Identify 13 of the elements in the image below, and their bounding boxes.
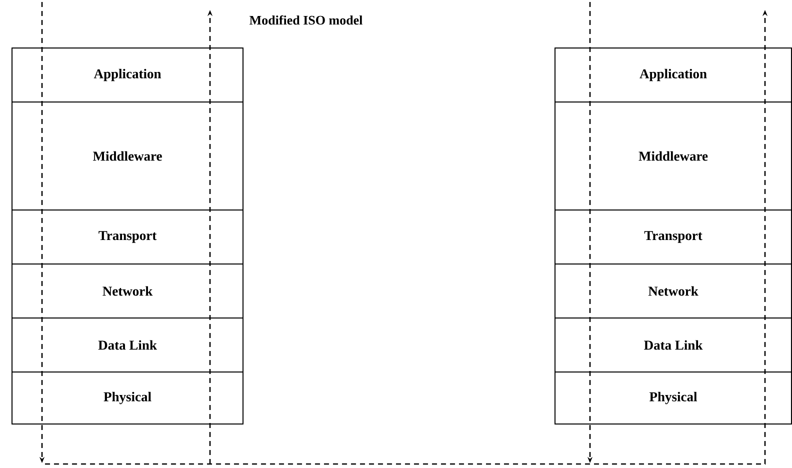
title: Modified ISO model bbox=[250, 15, 362, 25]
layer-box: Middleware bbox=[554, 102, 792, 210]
layer-box: Physical bbox=[12, 371, 244, 424]
layer-box: Middleware bbox=[12, 102, 244, 210]
layer-box: Network bbox=[554, 263, 792, 318]
layer-box: Network bbox=[12, 263, 244, 318]
layer-box: Data Link bbox=[554, 317, 792, 372]
layer-box: Application bbox=[554, 48, 792, 102]
layer-box: Data Link bbox=[12, 317, 244, 372]
layer-box: Physical bbox=[554, 371, 792, 424]
layer-box: Application bbox=[12, 48, 244, 102]
layer-box: Transport bbox=[554, 210, 792, 264]
layer-box: Transport bbox=[12, 210, 244, 264]
